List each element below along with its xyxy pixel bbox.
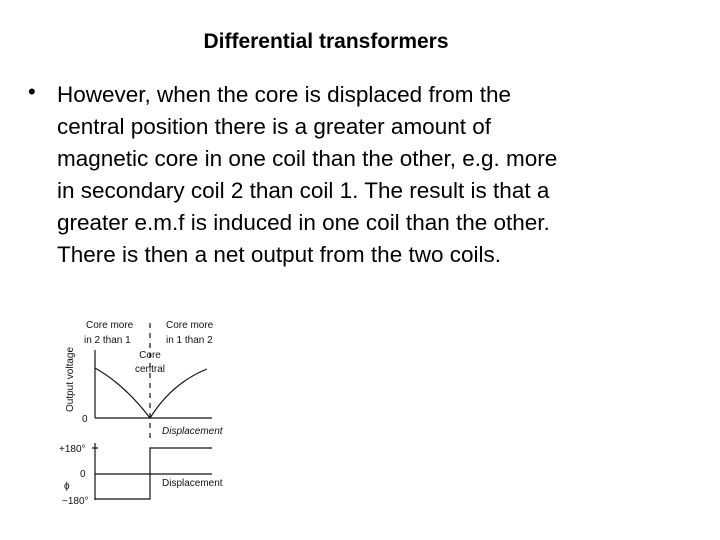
bullet-paragraph: However, when the core is displaced from… [57, 79, 717, 271]
bullet-line: central position there is a greater amou… [57, 114, 491, 139]
top-y-label: Output voltage [65, 347, 76, 412]
phase-symbol: ϕ [64, 481, 70, 492]
bullet-line: greater e.m.f is induced in one coil tha… [57, 210, 550, 235]
left-label-1: Core more [86, 320, 134, 331]
output-voltage-curve [94, 367, 208, 420]
bullet-line: magnetic core in one coil than the other… [57, 146, 558, 171]
top-x-label: Displacement [162, 426, 224, 437]
plus-180-label: +180° [59, 444, 86, 455]
center-label-2: central [135, 364, 165, 375]
phase-step-line [95, 447, 212, 500]
minus-180-label: −180° [62, 496, 89, 507]
bullet-line: However, when the core is displaced from… [57, 82, 511, 107]
bullet-line: There is then a net output from the two … [57, 242, 501, 267]
top-zero-label: 0 [82, 414, 88, 425]
bottom-x-label: Displacement [162, 478, 223, 489]
right-label-1: Core more [166, 320, 214, 331]
slide-title: Differential transformers [203, 30, 449, 53]
bullet-marker: • [28, 79, 36, 104]
left-label-2: in 2 than 1 [84, 335, 131, 346]
right-label-2: in 1 than 2 [166, 335, 213, 346]
bullet-line: in secondary coil 2 than coil 1. The res… [57, 178, 550, 203]
zero-phase-label: 0 [80, 469, 86, 480]
